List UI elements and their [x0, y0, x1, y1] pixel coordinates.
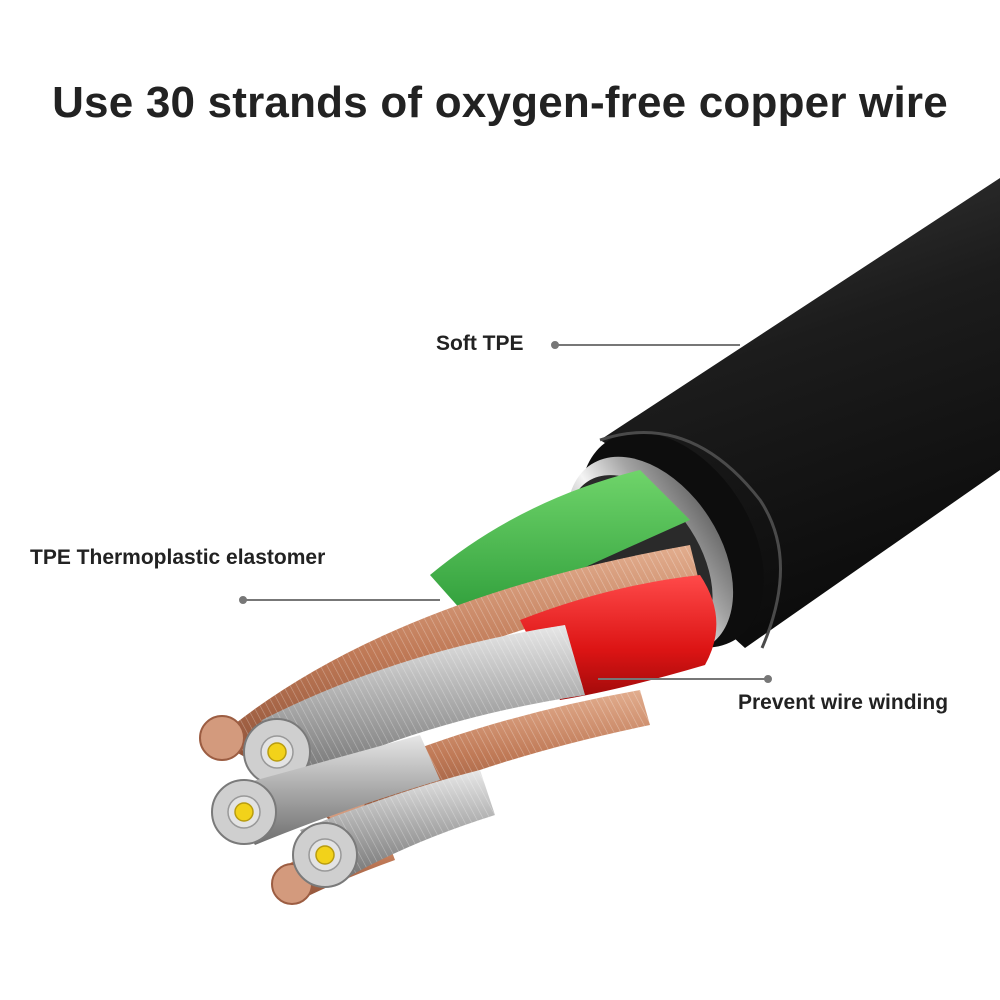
silver-strand-upper — [243, 625, 585, 786]
page-title: Use 30 strands of oxygen-free copper wir… — [52, 78, 948, 127]
callout-tpe-elastomer: TPE Thermoplastic elastomer — [30, 546, 326, 569]
silver-strand-lower — [292, 770, 495, 888]
callout-lines — [239, 341, 772, 683]
silver-strand-left — [211, 735, 440, 845]
callout-prevent-winding: Prevent wire winding — [738, 691, 949, 714]
green-conductor — [430, 470, 690, 620]
callout-soft-tpe: Soft TPE — [436, 332, 524, 355]
